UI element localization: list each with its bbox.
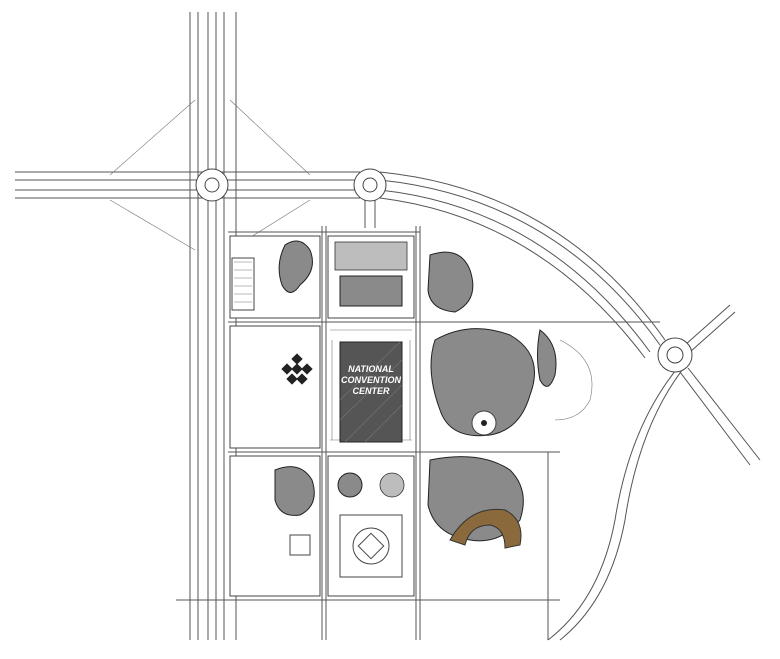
- convention-center: NATIONAL CONVENTION CENTER: [339, 341, 403, 443]
- road-network: [15, 12, 761, 641]
- landscape: [274, 240, 593, 549]
- pavilion-grid: [281, 353, 313, 385]
- label-line-1: NATIONAL: [348, 364, 394, 374]
- roundabouts: [195, 168, 693, 373]
- lake-east: [430, 328, 535, 437]
- label-line-3: CENTER: [352, 386, 390, 396]
- highlighted-structure: [449, 508, 522, 549]
- label-line-2: CONVENTION: [341, 375, 402, 385]
